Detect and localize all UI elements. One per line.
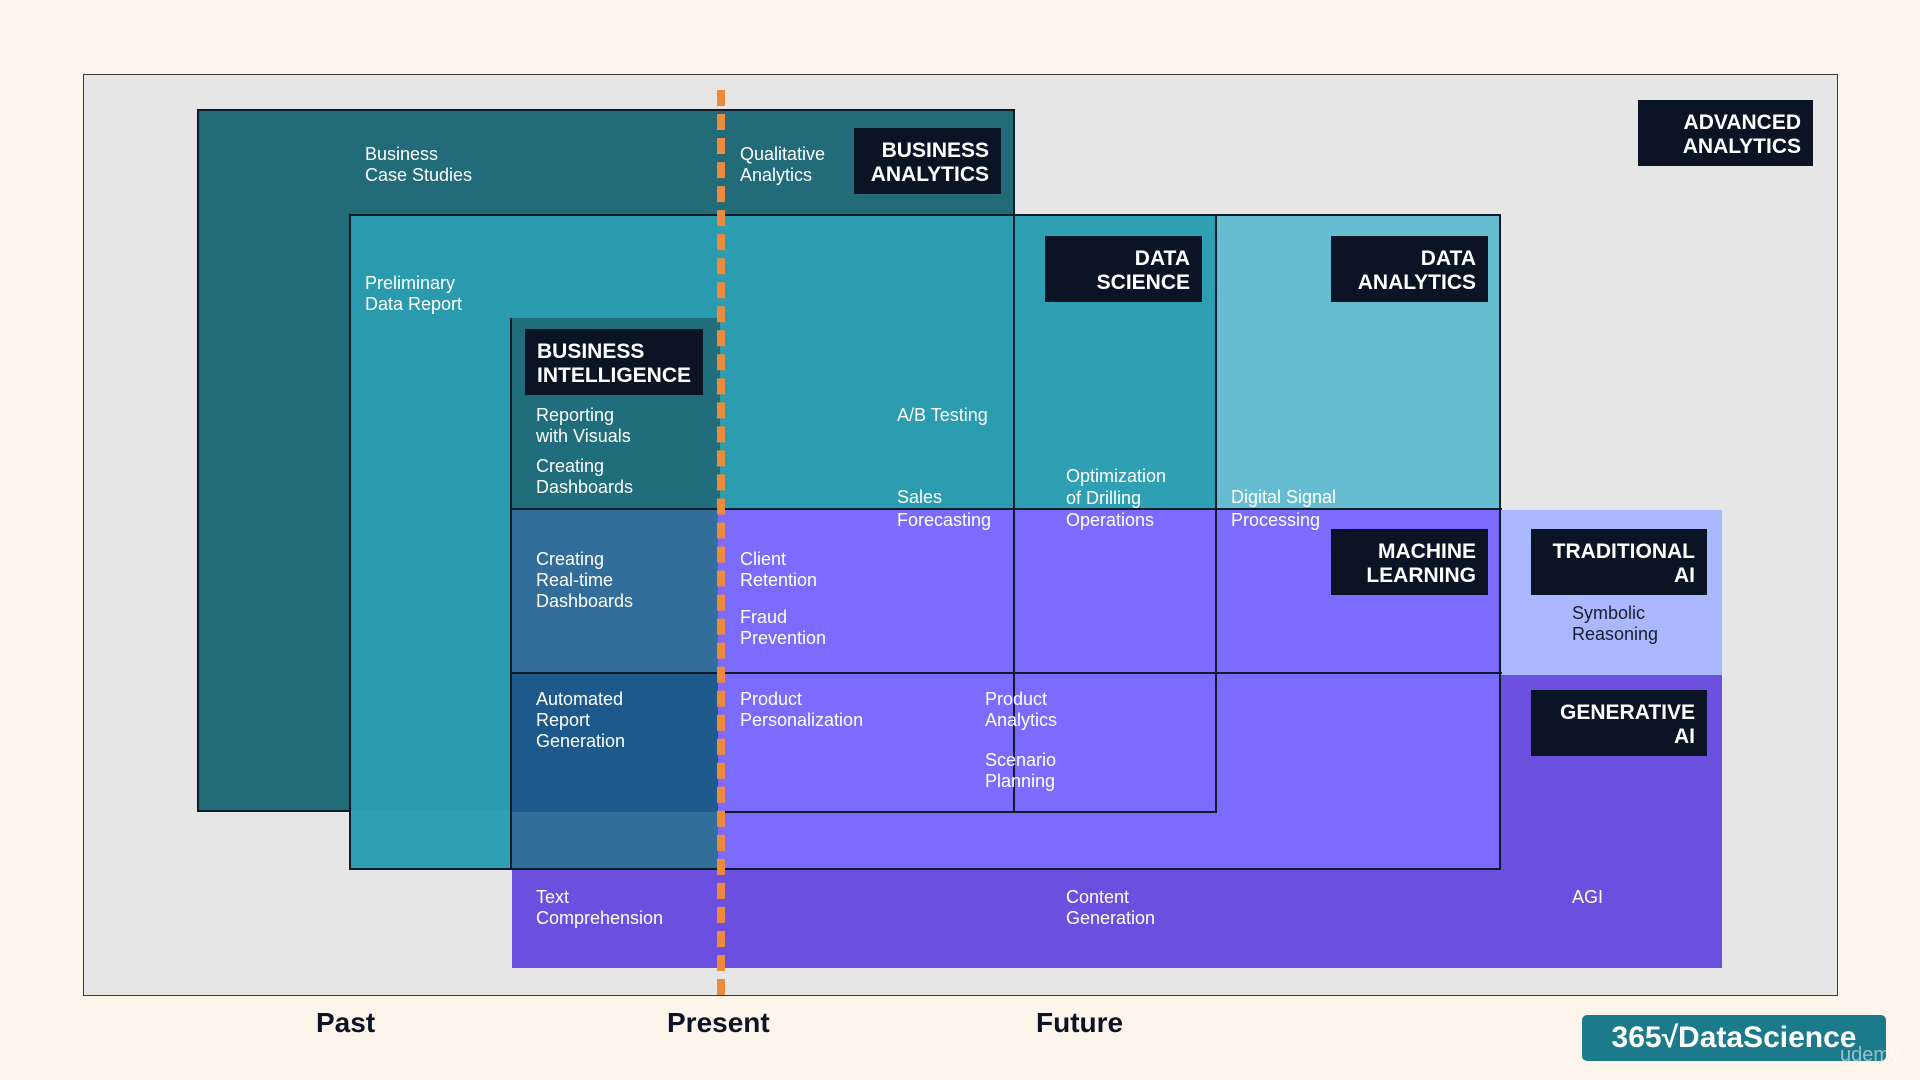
- brand-logo: 365√DataScience: [1582, 1015, 1886, 1061]
- traditional-ai-tag: TRADITIONAL AI: [1531, 529, 1707, 595]
- business-intelligence-tag: BUSINESS INTELLIGENCE: [525, 329, 703, 395]
- business-case-studies-label: Business Case Studies: [365, 144, 473, 185]
- ml-left-border: [510, 318, 512, 870]
- creating-realtime-dashboards-label: Creating Real-time Dashboards: [536, 549, 634, 611]
- data-analytics-tag: DATA ANALYTICS: [1331, 236, 1488, 302]
- creating-dashboards-label: Creating Dashboards: [536, 456, 634, 497]
- ba-right-border: [1013, 109, 1015, 812]
- ab-testing-label: A/B Testing: [897, 405, 988, 425]
- present-line: [717, 90, 725, 995]
- bi-ml-bottom-overlap: [512, 812, 718, 869]
- reporting-with-visuals-label: Reporting with Visuals: [536, 405, 631, 446]
- future-label: Future: [1036, 1007, 1124, 1038]
- outer-bottom-border: [349, 868, 1501, 870]
- preliminary-data-report-label: Preliminary Data Report: [365, 273, 463, 314]
- client-retention-label: Client Retention: [740, 549, 818, 590]
- advanced-analytics-tag: ADVANCED ANALYTICS: [1638, 100, 1813, 166]
- sales-forecasting-label: Sales Forecasting: [897, 487, 992, 530]
- ml-mid-border: [510, 672, 1502, 674]
- da-right-border: [1499, 214, 1501, 870]
- agi-label: AGI: [1572, 887, 1604, 907]
- data-science-tag: DATA SCIENCE: [1045, 236, 1202, 302]
- digital-signal-processing-label: Digital Signal Processing: [1231, 487, 1337, 530]
- product-analytics-label: Product Analytics: [985, 689, 1058, 730]
- ds-right-border: [1215, 214, 1217, 812]
- text-comprehension-label: Text Comprehension: [536, 887, 664, 928]
- ml-top-border: [510, 508, 1502, 510]
- udemy-watermark: udemy: [1840, 1044, 1901, 1066]
- ds-bottom-border: [717, 811, 1217, 813]
- business-analytics-tag: BUSINESS ANALYTICS: [854, 128, 1001, 194]
- fraud-prevention-label: Fraud Prevention: [740, 607, 827, 648]
- symbolic-reasoning-label: Symbolic Reasoning: [1572, 603, 1659, 644]
- generative-ai-tag: GENERATIVE AI: [1531, 690, 1707, 756]
- scenario-planning-label: Scenario Planning: [985, 750, 1057, 791]
- bi-ml-overlap: [512, 509, 718, 674]
- optimization-of-drilling-label: Optimization of Drilling Operations: [1066, 466, 1167, 530]
- past-label: Past: [316, 1007, 376, 1038]
- present-label: Present: [667, 1007, 770, 1038]
- bi-ml-automated-overlap: [512, 674, 718, 812]
- qualitative-analytics-label: Qualitative Analytics: [740, 144, 826, 185]
- automated-report-generation-label: Automated Report Generation: [536, 689, 626, 751]
- machine-learning-tag: MACHINE LEARNING: [1331, 529, 1488, 595]
- content-generation-label: Content Generation: [1066, 887, 1156, 928]
- product-personalization-label: Product Personalization: [740, 689, 864, 730]
